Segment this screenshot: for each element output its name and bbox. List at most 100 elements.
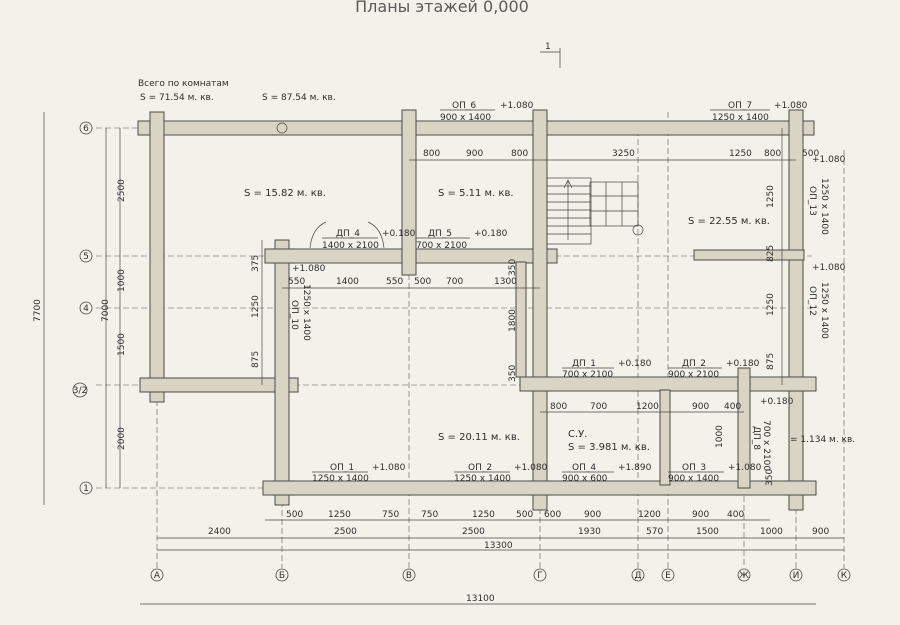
dim-top-0: 800 <box>423 149 440 159</box>
dim-axis-0: 2400 <box>208 527 231 537</box>
opening-op12-size: 1250 х 1400 <box>819 282 829 339</box>
dim-left-axis-3: 2000 <box>117 427 127 450</box>
dim-bottom-2: 750 <box>382 510 399 520</box>
dim-bottom-10: 400 <box>727 510 744 520</box>
dim-top-6: 500 <box>802 149 819 159</box>
dim-axis-4: 570 <box>646 527 663 537</box>
axis-number-markers: 6 5 4 3/2 1 <box>72 121 93 495</box>
room-area-6: = 1.134 м. кв. <box>790 435 855 445</box>
opening-op4-size: 900 х 600 <box>562 474 608 484</box>
opening-dp8-mark: ДП_8 <box>751 426 761 450</box>
opening-op3-size: 900 х 1400 <box>668 474 719 484</box>
dim-left-axis-0: 2500 <box>117 179 127 202</box>
axis-label-b: Б <box>279 571 285 581</box>
dim-overall-13300: 13300 <box>484 541 513 551</box>
section-mark: 1 <box>540 42 561 68</box>
dim-left-axis-2: 1500 <box>117 333 127 356</box>
dim-top-5: 800 <box>764 149 781 159</box>
dim-axis-2: 2500 <box>462 527 485 537</box>
walls <box>137 109 817 511</box>
axis-label-k: К <box>841 571 848 581</box>
dim-mid-3: 500 <box>414 277 431 287</box>
dim-top-4: 1250 <box>729 149 752 159</box>
room-name-su: С.У. <box>568 429 587 440</box>
dim-bottom-7: 900 <box>584 510 601 520</box>
dim-overall-13100: 13100 <box>466 594 495 604</box>
opening-op7-mark: ОП_7 <box>728 101 752 111</box>
opening-op13-size: 1250 х 1400 <box>819 178 829 235</box>
staircase <box>546 177 644 245</box>
opening-op3-mark: ОП_3 <box>682 463 706 473</box>
opening-dp2-size: 900 х 2100 <box>668 370 719 380</box>
dim-stair-350a: 350 <box>508 259 518 276</box>
dim-right-1: 825 <box>766 245 776 262</box>
dim-left-outer: 7700 <box>33 299 43 322</box>
opening-dp1-level: +0.180 <box>618 359 652 369</box>
dim-right-0: 1250 <box>766 185 776 208</box>
dim-axis-7: 900 <box>812 527 829 537</box>
dim-bottom-8: 1200 <box>638 510 661 520</box>
opening-labels: ОП_6 900 х 1400 +1.080 ОП_7 1250 х 1400 … <box>289 101 846 484</box>
dim-stair-1800: 1800 <box>508 309 518 332</box>
opening-op2-mark: ОП_2 <box>468 463 492 473</box>
dimension-lines <box>43 112 844 605</box>
opening-op12-mark: ОП_12 <box>807 286 817 316</box>
dim-right-3: 875 <box>766 353 776 370</box>
opening-op1-mark: ОП_1 <box>330 463 354 473</box>
summary-heading: Всего по комнатам <box>138 79 229 89</box>
opening-op2-level: +1.080 <box>514 463 548 473</box>
opening-op13-mark: ОП_13 <box>807 186 817 216</box>
opening-dp5-mark: ДП_5 <box>428 229 452 239</box>
opening-op2-size: 1250 х 1400 <box>454 474 511 484</box>
room-area-1: S = 15.82 м. кв. <box>244 188 326 199</box>
dim-mid-1: 1400 <box>336 277 359 287</box>
opening-dp8-size: 700 х 2100 <box>761 420 771 471</box>
dim-mid-5: 1300 <box>494 277 517 287</box>
axis-label-3-2: 3/2 <box>73 386 87 396</box>
dim-left-small-0: 375 <box>251 255 261 272</box>
opening-op6-level: +1.080 <box>500 101 534 111</box>
axis-label-4: 4 <box>83 304 89 314</box>
vertical-axes <box>156 112 845 568</box>
section-mark-label: 1 <box>545 42 551 52</box>
opening-dp8-level: +0.180 <box>760 397 794 407</box>
opening-op4-mark: ОП_4 <box>572 463 596 473</box>
dim-left-axis-1: 1000 <box>117 269 127 292</box>
dim-top-1: 900 <box>466 149 483 159</box>
dim-bottom-5: 500 <box>516 510 533 520</box>
room-area-su: S = 3.981 м. кв. <box>568 442 650 453</box>
dim-bottom-6: 600 <box>544 510 561 520</box>
opening-dp5-size: 700 х 2100 <box>416 241 467 251</box>
opening-op1-level: +1.080 <box>372 463 406 473</box>
dim-inner-3: 900 <box>692 402 709 412</box>
dimension-labels: 800 900 800 3250 1250 800 500 550 1400 5… <box>33 149 829 604</box>
dim-bottom-1: 1250 <box>328 510 351 520</box>
dim-bottom-4: 1250 <box>472 510 495 520</box>
opening-op10-mark: ОП_10 <box>289 300 299 330</box>
room-labels: S = 15.82 м. кв. S = 5.11 м. кв. S = 22.… <box>244 188 855 453</box>
axis-label-1: 1 <box>83 484 89 494</box>
door-swing <box>276 122 385 249</box>
opening-op7-size: 1250 х 1400 <box>712 113 769 123</box>
opening-op6-mark: ОП_6 <box>452 101 476 111</box>
opening-op10-level: +1.080 <box>292 264 326 274</box>
summary-area-left: S = 71.54 м. кв. <box>140 93 214 103</box>
opening-op3-level: +1.080 <box>728 463 762 473</box>
opening-dp1-mark: ДП_1 <box>572 359 596 369</box>
dim-top-3: 3250 <box>612 149 635 159</box>
axis-label-6: 6 <box>83 124 89 134</box>
opening-dp4-size: 1400 х 2100 <box>322 241 379 251</box>
dim-inner-4: 400 <box>724 402 741 412</box>
room-area-3: S = 22.55 м. кв. <box>688 216 770 227</box>
room-area-4: S = 20.11 м. кв. <box>438 432 520 443</box>
axis-letter-markers: А Б В Г Д Е Ж И К <box>150 568 851 582</box>
dim-axis-6: 1000 <box>760 527 783 537</box>
opening-dp4-mark: ДП_4 <box>336 229 360 239</box>
plan-title: Планы этажей 0,000 <box>355 0 529 16</box>
opening-op7-level: +1.080 <box>774 101 808 111</box>
dim-stair-350b: 350 <box>508 365 518 382</box>
opening-op12-level: +1.080 <box>812 263 846 273</box>
dim-bottom-9: 900 <box>692 510 709 520</box>
opening-op13-level: +1.080 <box>812 155 846 165</box>
